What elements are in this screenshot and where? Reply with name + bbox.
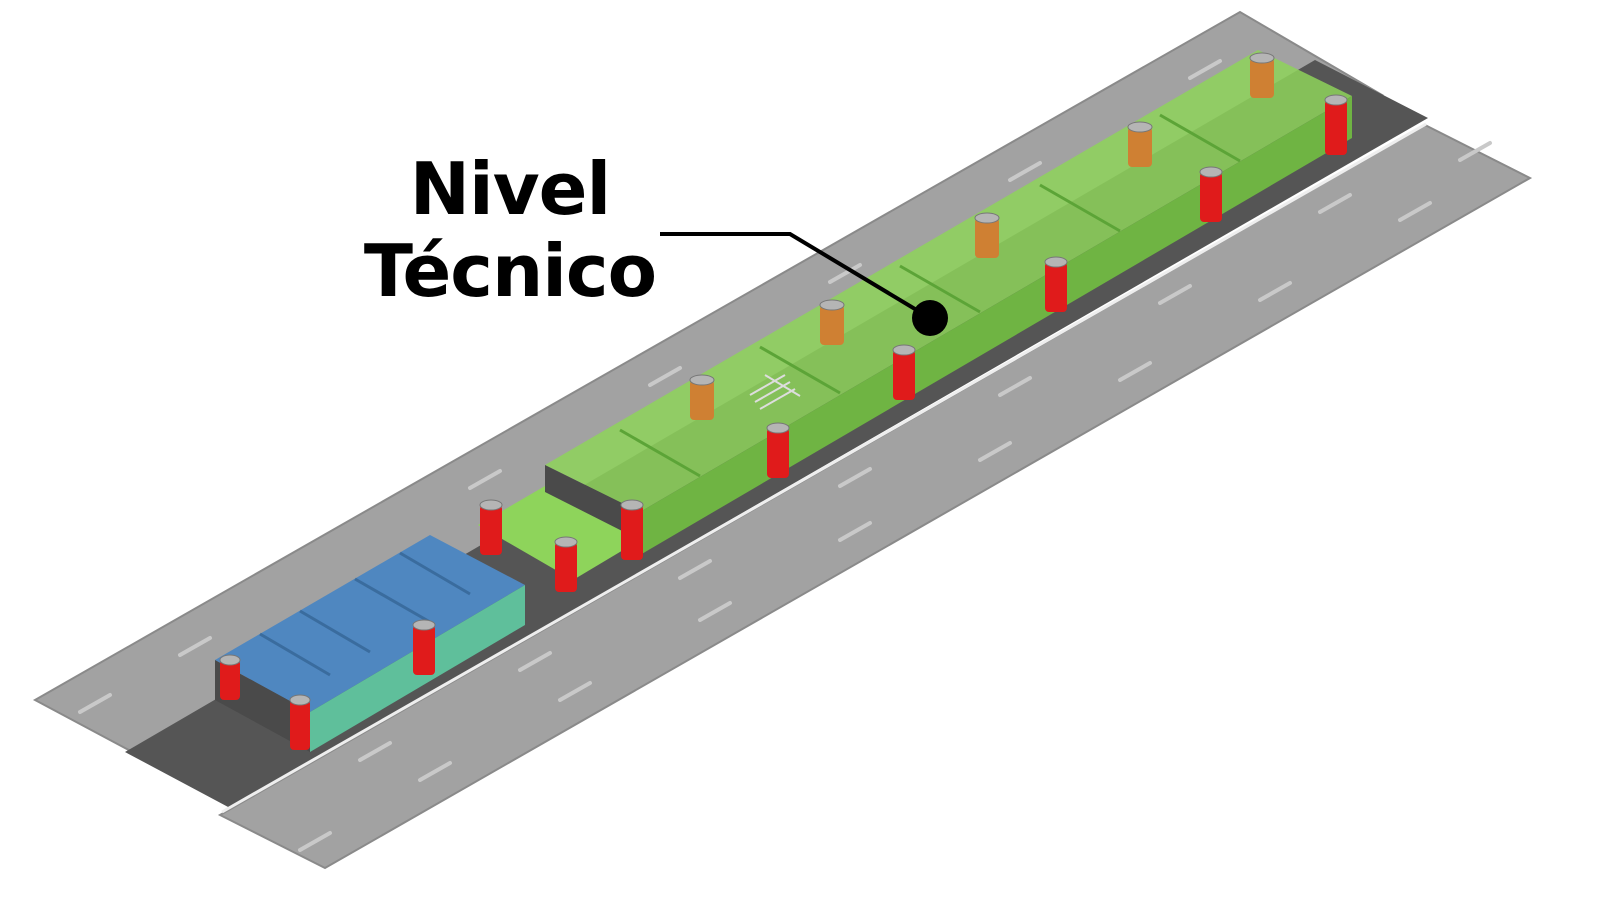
red-columns [220,100,1347,750]
technical-level-left-wall [545,465,640,540]
callout-dot [912,300,948,336]
curb-line [221,122,1427,814]
callout-label: Nivel Técnico [335,148,685,312]
blue-building-partitions [259,551,471,677]
technical-level-partitions [619,113,1241,478]
callout-label-line1: Nivel [409,147,611,231]
technical-level-platform [478,486,640,580]
callout-label-line2: Técnico [363,229,657,313]
column-caps [219,52,1348,706]
technical-level-front [640,96,1352,555]
lane-markings [78,59,1492,852]
stair-icon [749,374,801,410]
orange-columns [690,58,1274,420]
callout-leader-line [660,232,932,320]
